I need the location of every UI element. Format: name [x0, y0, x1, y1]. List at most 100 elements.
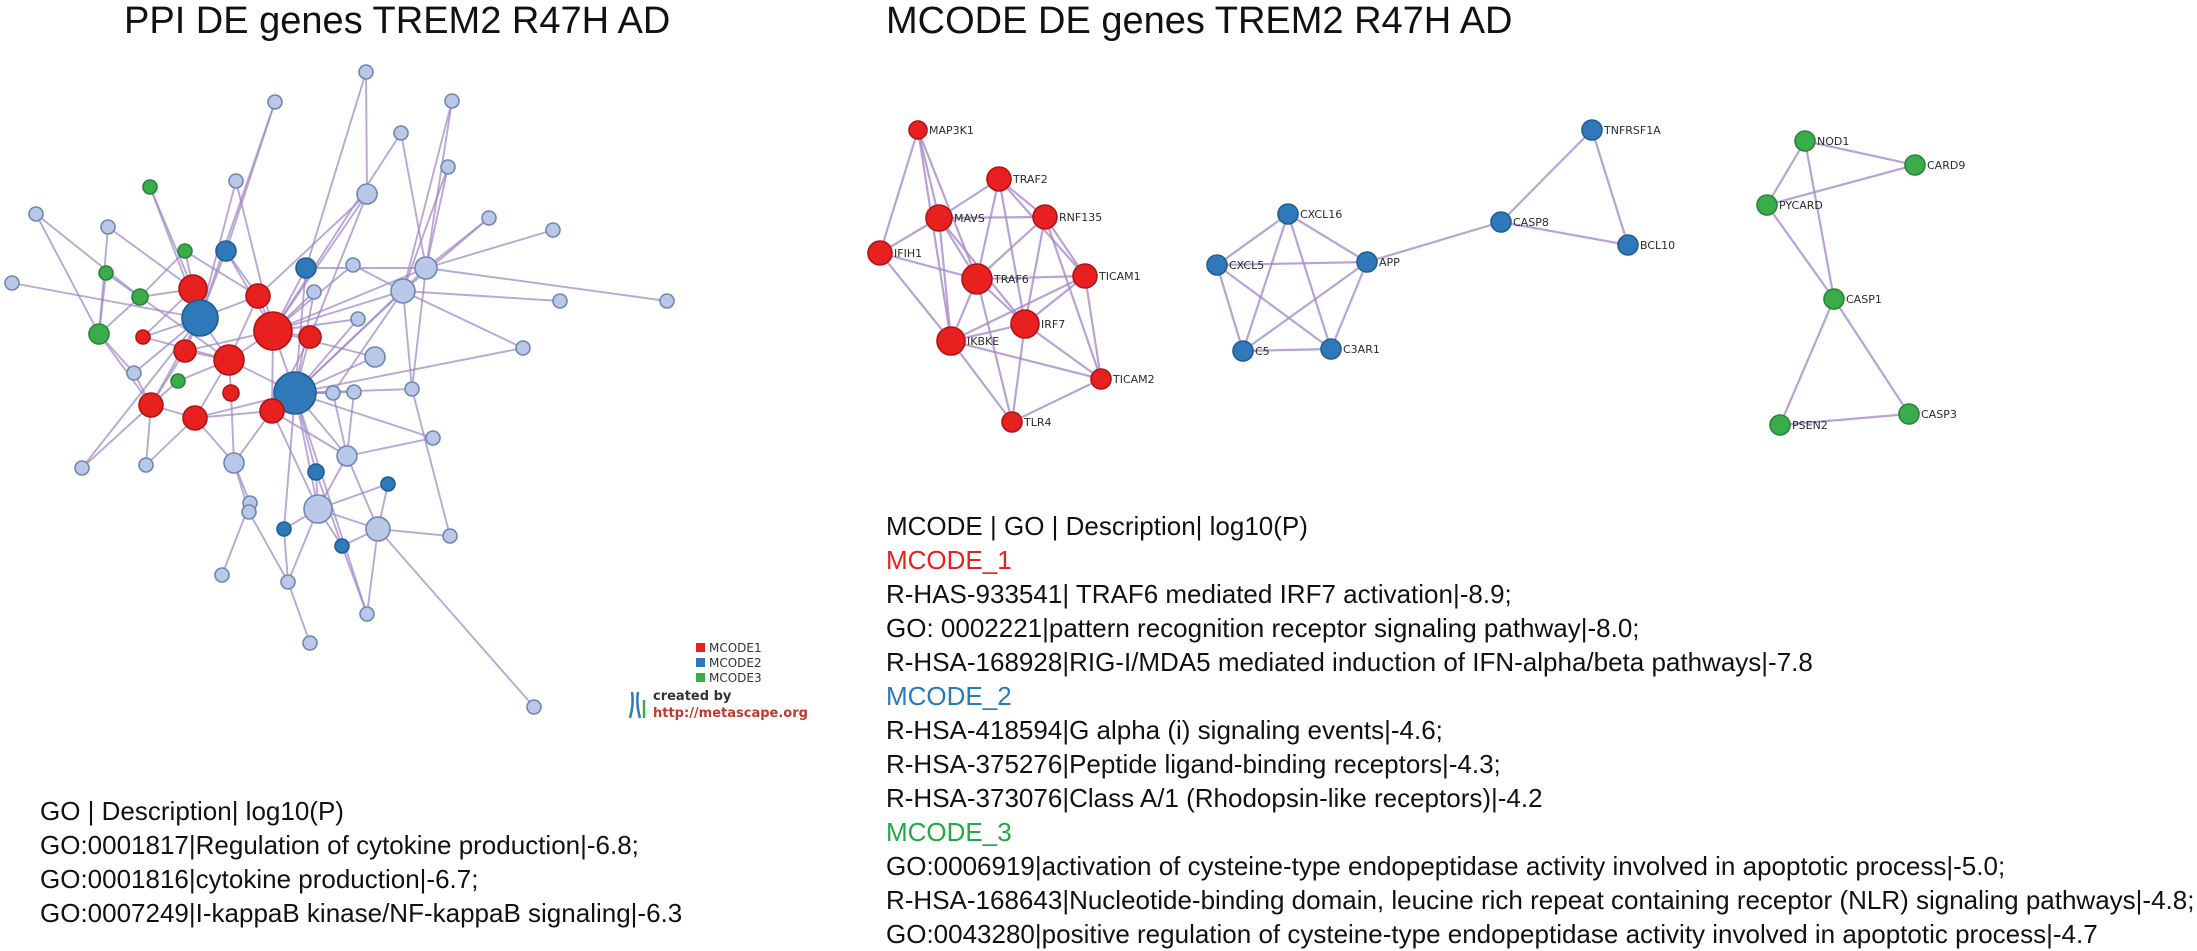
metascape-credit: created by http://metascape.org [628, 689, 808, 721]
mcode-node-label: CXCL16 [1300, 208, 1342, 221]
ppi-edge [294, 392, 434, 439]
ppi-edge [283, 528, 289, 583]
mcode-row: GO:0006919|activation of cysteine-type e… [886, 851, 2006, 881]
mcode-node-label: TICAM1 [1098, 270, 1141, 283]
mcode-group-title-3: MCODE_3 [886, 817, 1012, 847]
ppi-edge [35, 213, 100, 335]
ppi-edge [230, 392, 235, 464]
ppi-node [306, 284, 322, 300]
ppi-edge [272, 193, 368, 332]
ppi-edge [309, 193, 368, 338]
ppi-node [173, 339, 197, 363]
mcode-edge [1216, 264, 1332, 350]
mcode-node-label: IRF7 [1041, 318, 1065, 331]
mcode-edge [975, 178, 1001, 280]
mcode-edge [1216, 213, 1289, 266]
ppi-edge [305, 71, 367, 269]
ppi-node [214, 567, 230, 583]
mcode-edge [1366, 220, 1502, 264]
ppi-edge [411, 388, 451, 537]
ppi-node [170, 373, 186, 389]
ppi-node [358, 64, 374, 80]
ppi-node [135, 329, 151, 345]
ppi-edge [400, 132, 427, 269]
mcode-edge [1778, 298, 1836, 426]
mcode-row: R-HAS-933541| TRAF6 mediated IRF7 activa… [886, 579, 1512, 609]
mcode-edge [1043, 216, 1103, 380]
mcode-edge [1500, 220, 1629, 247]
go-enrichment-table: GO | Description| log10(P) GO:0001817|Re… [40, 794, 682, 930]
metascape-url-link[interactable]: http://metascape.org [653, 706, 808, 721]
ppi-node [228, 173, 244, 189]
mcode-node-label: CASP8 [1513, 216, 1549, 229]
mcode-legend: MCODE1 MCODE2 MCODE3 [696, 641, 762, 685]
ppi-node [223, 452, 245, 474]
mcode-node-label: TNFRSF1A [1603, 124, 1661, 137]
metascape-logo-icon [628, 691, 646, 719]
ppi-node [325, 385, 341, 401]
mcode-node-label: CXCL5 [1229, 259, 1264, 272]
legend-label-mcode1: MCODE1 [709, 641, 762, 655]
mcode-edge [1083, 275, 1103, 380]
mcode-node [1320, 338, 1342, 360]
ppi-edge [365, 71, 368, 195]
mcode-node-label: RNF135 [1059, 211, 1102, 224]
mcode-node-label: NOD1 [1817, 135, 1849, 148]
mcode-edge [975, 278, 1014, 423]
mcode-node-label: APP [1379, 256, 1400, 269]
ppi-node [138, 457, 154, 473]
mcode-node [961, 263, 993, 295]
mcode-node [1756, 194, 1778, 216]
ppi-edge [402, 290, 413, 390]
ppi-node [404, 381, 420, 397]
mcode-node [1072, 263, 1098, 289]
mcode-edge [950, 275, 1086, 342]
mcode-node [1232, 340, 1254, 362]
mcode-node-label: TICAM2 [1112, 373, 1155, 386]
legend-swatch-mcode3 [696, 673, 705, 682]
mcode-node [908, 120, 928, 140]
mcode-edge [1329, 261, 1369, 350]
ppi-edge [425, 229, 554, 269]
mcode-edge [950, 340, 1013, 423]
ppi-edge [402, 290, 524, 349]
ppi-edge [98, 333, 152, 406]
mcode-edge [997, 178, 1027, 325]
mcode-row: R-HSA-168928|RIG-I/MDA5 mediated inducti… [886, 647, 1813, 677]
ppi-edge [332, 290, 404, 394]
ppi-edge [402, 290, 561, 302]
ppi-edge [107, 226, 194, 290]
mcode-edge [1242, 347, 1332, 353]
mcode-node [1823, 288, 1845, 310]
mcode-node [1032, 204, 1058, 230]
mcode-node-label: PYCARD [1779, 199, 1823, 212]
ppi-edge [272, 132, 402, 332]
ppi-edge [425, 267, 668, 302]
mcode-node [1904, 154, 1926, 176]
mcode-row: R-HSA-375276|Peptide ligand-binding rece… [886, 749, 1501, 779]
ppi-node [380, 476, 396, 492]
go-row: GO:0001817|Regulation of cytokine produc… [40, 830, 639, 860]
mcode-edge [1287, 213, 1368, 263]
ppi-edge [257, 193, 368, 297]
ppi-node [364, 346, 386, 368]
ppi-edge [272, 290, 404, 332]
mcode-row: R-HSA-373076|Class A/1 (Rhodopsin-like r… [886, 783, 1543, 813]
ppi-node [100, 219, 116, 235]
mcode-node [1206, 254, 1228, 276]
mcode-row: GO:0043280|positive regulation of cystei… [886, 919, 2098, 949]
mcode-edge [1024, 323, 1102, 380]
ppi-node [526, 699, 542, 715]
mcode-edge [1833, 298, 1910, 415]
ppi-node [393, 125, 409, 141]
ppi-node [126, 365, 142, 381]
mcode-edge [1766, 204, 1835, 300]
ppi-network-nodes [4, 64, 675, 715]
ppi-edge [271, 410, 319, 510]
ppi-edge [346, 437, 434, 457]
mcode-node [1617, 234, 1639, 256]
ppi-node [280, 574, 296, 590]
mcode-node [1090, 368, 1112, 390]
mcode-node [1581, 119, 1603, 141]
